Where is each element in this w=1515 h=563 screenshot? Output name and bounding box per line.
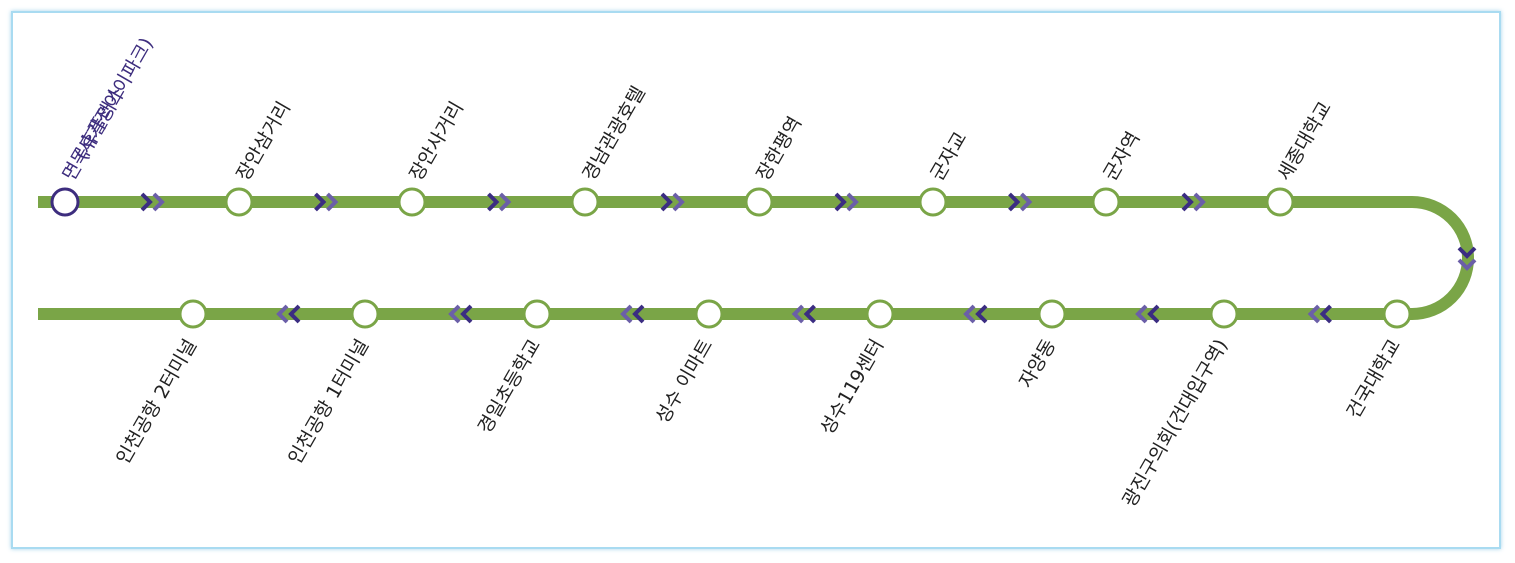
double-chevron-right-icon — [660, 192, 685, 212]
double-chevron-left-icon — [791, 304, 816, 324]
stations — [50, 187, 1412, 329]
start-station-marker[interactable] — [50, 187, 80, 217]
station-label: 성수119센터 — [816, 336, 888, 439]
chevron-icon — [791, 304, 804, 324]
station-label: 경일초등학교 — [474, 336, 545, 438]
chevron-icon — [660, 192, 673, 212]
double-chevron-right-icon — [1008, 192, 1033, 212]
station-label: 광진구의회(건대입구역) — [1118, 336, 1232, 511]
chevron-icon — [1008, 192, 1021, 212]
chevron-icon — [846, 192, 859, 212]
direction-arrows — [140, 192, 1477, 324]
station-marker[interactable] — [570, 187, 600, 217]
station-name: 군자역 — [1099, 128, 1144, 184]
station-marker[interactable] — [397, 187, 427, 217]
station-marker[interactable] — [522, 299, 552, 329]
chevron-icon — [620, 304, 633, 324]
chevron-icon — [1319, 304, 1332, 324]
chevron-icon — [140, 192, 153, 212]
station-label: 군자역 — [1099, 128, 1144, 184]
station-marker[interactable] — [224, 187, 254, 217]
chevron-icon — [1135, 304, 1148, 324]
station-marker[interactable] — [694, 299, 724, 329]
station-name: 장한평역 — [752, 113, 806, 185]
station-label: 장안삼거리 — [232, 98, 295, 185]
double-chevron-right-icon — [140, 192, 165, 212]
station-marker[interactable] — [178, 299, 208, 329]
station-marker[interactable] — [1091, 187, 1121, 217]
station-marker[interactable] — [1209, 299, 1239, 329]
double-chevron-left-icon — [448, 304, 473, 324]
station-label: 자양동 — [1015, 336, 1060, 392]
station-name: 장안삼거리 — [232, 98, 295, 185]
double-chevron-right-icon — [1181, 192, 1206, 212]
chevron-icon — [1147, 304, 1160, 324]
station-marker[interactable] — [918, 187, 948, 217]
chevron-icon — [288, 304, 301, 324]
station-marker[interactable] — [1037, 299, 1067, 329]
chevron-icon — [1193, 192, 1206, 212]
station-label: 면목휴플러스(사가정아이파크) — [58, 34, 158, 185]
station-marker[interactable] — [865, 299, 895, 329]
station-name: 장안사거리 — [405, 98, 468, 185]
double-chevron-right-icon — [834, 192, 859, 212]
station-name: 세종대학교 — [1273, 98, 1336, 185]
station-name: 군자교 — [926, 128, 971, 184]
chevron-icon — [487, 192, 500, 212]
station-marker[interactable] — [1265, 187, 1295, 217]
double-chevron-left-icon — [1135, 304, 1160, 324]
route-map-frame — [11, 11, 1501, 549]
double-chevron-right-icon — [314, 192, 339, 212]
chevron-icon — [963, 304, 976, 324]
station-label: 성수 이마트 — [652, 336, 718, 428]
station-subname: (사가정아이파크) — [70, 34, 158, 164]
station-label: 장안사거리 — [405, 98, 468, 185]
double-chevron-left-icon — [1307, 304, 1332, 324]
chevron-icon — [672, 192, 685, 212]
chevron-icon — [448, 304, 461, 324]
double-chevron-right-icon — [487, 192, 512, 212]
chevron-icon — [975, 304, 988, 324]
station-label: 인천공항 2터미널 — [112, 336, 201, 469]
chevron-icon — [632, 304, 645, 324]
chevron-icon — [1307, 304, 1320, 324]
station-name: 경남관광호텔 — [578, 83, 649, 185]
double-chevron-down-icon — [1457, 246, 1477, 271]
station-label: 세종대학교 — [1273, 98, 1336, 185]
station-label: 경남관광호텔 — [578, 83, 649, 185]
station-label: 장한평역 — [752, 113, 806, 185]
station-labels: 면목휴플러스(사가정아이파크) 장안삼거리 장안사거리 경남관광호텔 장한평역 군자교 군자… — [58, 34, 1405, 511]
chevron-icon — [152, 192, 165, 212]
chevron-icon — [326, 192, 339, 212]
station-label: 건국대학교 — [1343, 336, 1406, 423]
double-chevron-left-icon — [963, 304, 988, 324]
chevron-icon — [276, 304, 289, 324]
chevron-icon — [499, 192, 512, 212]
double-chevron-left-icon — [276, 304, 301, 324]
station-label: 인천공항 1터미널 — [284, 336, 373, 469]
chevron-icon — [803, 304, 816, 324]
station-marker[interactable] — [744, 187, 774, 217]
station-label: 군자교 — [926, 128, 971, 184]
chevron-icon — [1457, 246, 1477, 259]
chevron-icon — [834, 192, 847, 212]
station-marker[interactable] — [1382, 299, 1412, 329]
chevron-icon — [460, 304, 473, 324]
chevron-icon — [1020, 192, 1033, 212]
chevron-icon — [1181, 192, 1194, 212]
route-line — [38, 196, 1474, 320]
chevron-icon — [1457, 258, 1477, 271]
chevron-icon — [314, 192, 327, 212]
station-marker[interactable] — [350, 299, 380, 329]
double-chevron-left-icon — [620, 304, 645, 324]
